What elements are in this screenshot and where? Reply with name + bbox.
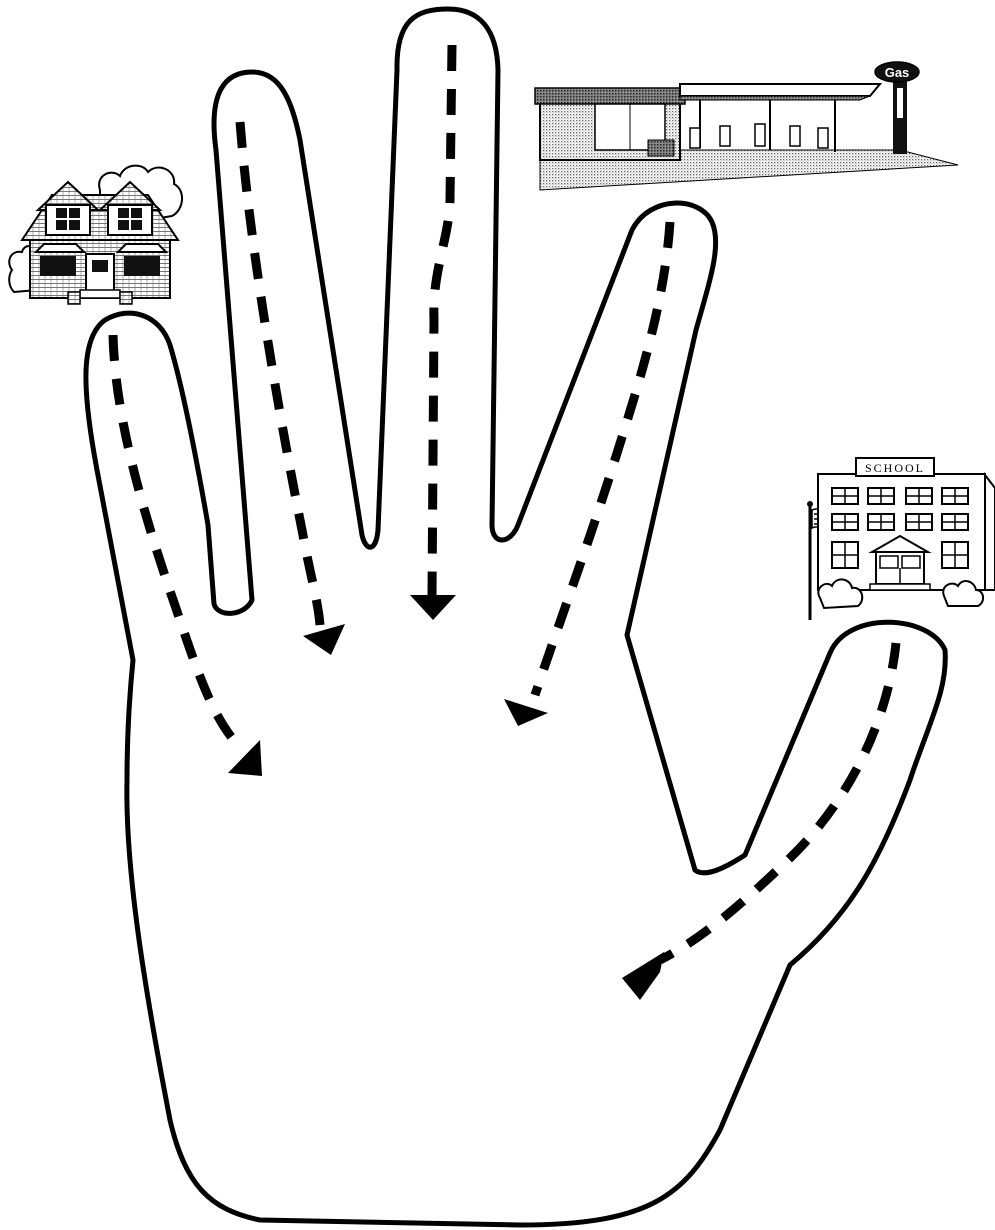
gas-sign-label: Gas	[885, 65, 910, 80]
gas-station-icon: Gas	[535, 62, 958, 190]
hand-outline-icon	[86, 9, 945, 1225]
school-sign-label: SCHOOL	[865, 461, 925, 475]
house-icon	[9, 166, 182, 304]
school-icon: SCHOOL	[807, 458, 995, 620]
